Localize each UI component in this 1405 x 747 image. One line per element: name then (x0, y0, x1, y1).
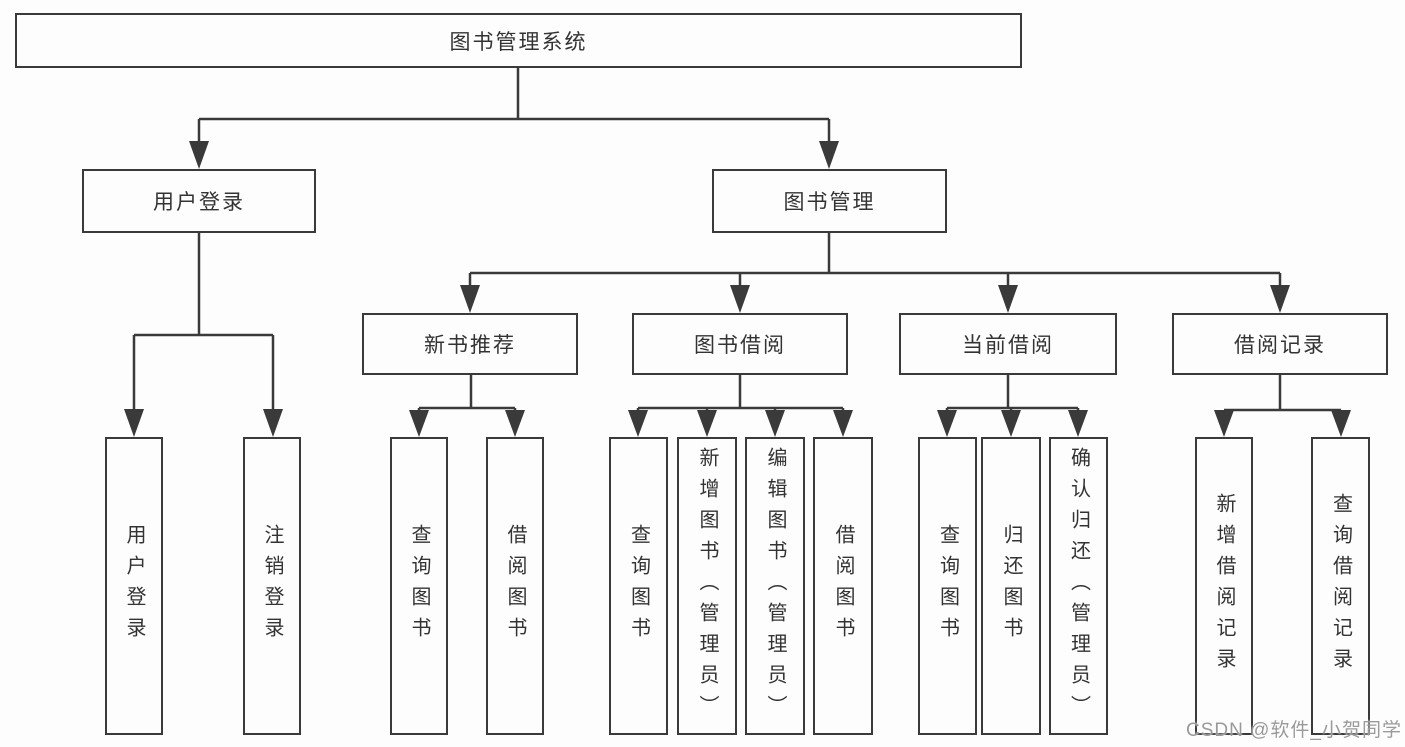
leaf-label: 新增借阅记录 (1213, 493, 1235, 679)
node-label: 当前借阅 (962, 334, 1054, 357)
leaf-label: 新增图书（管理员） (696, 446, 718, 726)
leaf-add-borrow-record: 新增借阅记录 (1195, 437, 1253, 735)
leaf-label: 归还图书 (1000, 524, 1022, 648)
leaf-confirm-return-admin: 确认归还（管理员） (1049, 437, 1108, 735)
leaf-query-borrow-record: 查询借阅记录 (1311, 437, 1370, 735)
leaf-borrow-books-2: 借阅图书 (813, 437, 873, 735)
node-label: 图书管理 (783, 191, 876, 214)
node-book-borrow: 图书借阅 (632, 313, 848, 375)
csdn-watermark: CSDN @软件_小贺同学 (1186, 720, 1402, 741)
leaf-label: 查询图书 (936, 524, 959, 648)
node-user-login-branch: 用户登录 (82, 169, 316, 233)
node-root-system: 图书管理系统 (15, 13, 1022, 68)
leaf-query-books-3: 查询图书 (918, 437, 977, 735)
node-borrow-records: 借阅记录 (1172, 313, 1388, 375)
leaf-label: 查询借阅记录 (1329, 493, 1352, 679)
leaf-query-books-2: 查询图书 (609, 437, 668, 735)
leaf-label: 注销登录 (261, 524, 283, 648)
arrow-down-icon (124, 141, 1351, 437)
leaf-user-login: 用户登录 (105, 437, 163, 735)
node-book-management-branch: 图书管理 (712, 169, 947, 233)
leaf-label: 查询图书 (627, 524, 650, 648)
leaf-label: 编辑图书（管理员） (764, 446, 786, 726)
node-root-label: 图书管理系统 (449, 30, 588, 54)
leaf-label: 用户登录 (123, 524, 145, 648)
leaf-borrow-books-1: 借阅图书 (486, 437, 544, 735)
leaf-edit-books-admin: 编辑图书（管理员） (745, 437, 805, 735)
node-current-borrow: 当前借阅 (899, 313, 1117, 375)
leaf-label: 借阅图书 (832, 524, 854, 648)
leaf-return-books: 归还图书 (981, 437, 1041, 735)
leaf-add-books-admin: 新增图书（管理员） (677, 437, 737, 735)
node-new-book-recommend: 新书推荐 (362, 313, 578, 375)
node-label: 图书借阅 (694, 334, 786, 357)
leaf-label: 借阅图书 (504, 524, 526, 648)
node-label: 用户登录 (153, 191, 245, 214)
leaf-label: 查询图书 (408, 524, 430, 648)
leaf-label: 确认归还（管理员） (1067, 446, 1090, 726)
node-label: 新书推荐 (424, 334, 516, 357)
node-label: 借阅记录 (1234, 334, 1326, 357)
leaf-logout: 注销登录 (243, 437, 301, 735)
leaf-query-books-1: 查询图书 (390, 437, 448, 735)
